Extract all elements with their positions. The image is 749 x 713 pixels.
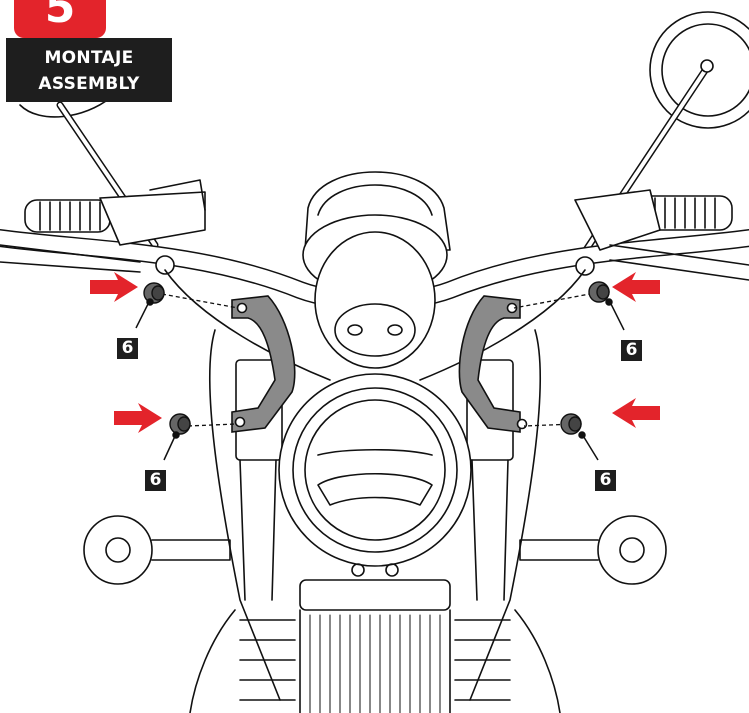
bracket-right	[458, 295, 528, 433]
left-grip	[0, 179, 206, 275]
title-box: MONTAJE ASSEMBLY	[6, 38, 172, 102]
arrow-left-icon	[612, 272, 660, 302]
bolt	[588, 281, 610, 303]
arrow-right-icon	[90, 272, 138, 302]
part-label: 6	[145, 470, 166, 491]
front-wheel	[189, 563, 561, 713]
bolt	[169, 413, 191, 435]
right-grip	[574, 189, 749, 281]
turn-signals	[83, 515, 667, 585]
step-number: 5	[44, 0, 76, 33]
bolt	[560, 413, 582, 435]
leader-line	[163, 433, 177, 461]
cable	[419, 269, 586, 381]
leader-line	[608, 299, 625, 331]
title-english: ASSEMBLY	[38, 74, 140, 94]
title-spanish: MONTAJE	[44, 48, 134, 68]
step-badge: 5	[14, 0, 106, 38]
headlight	[278, 373, 472, 567]
alignment-line	[187, 423, 237, 427]
part-label: 6	[117, 338, 138, 359]
cable	[164, 269, 331, 381]
arrow-right-icon	[114, 403, 162, 433]
part-label: 6	[595, 470, 616, 491]
arrow-left-icon	[612, 398, 660, 428]
bracket-left	[231, 295, 296, 433]
leader-line	[581, 433, 599, 461]
part-label: 6	[621, 340, 642, 361]
bolt	[143, 282, 165, 304]
alignment-line	[161, 293, 239, 309]
speedometer	[302, 171, 451, 369]
